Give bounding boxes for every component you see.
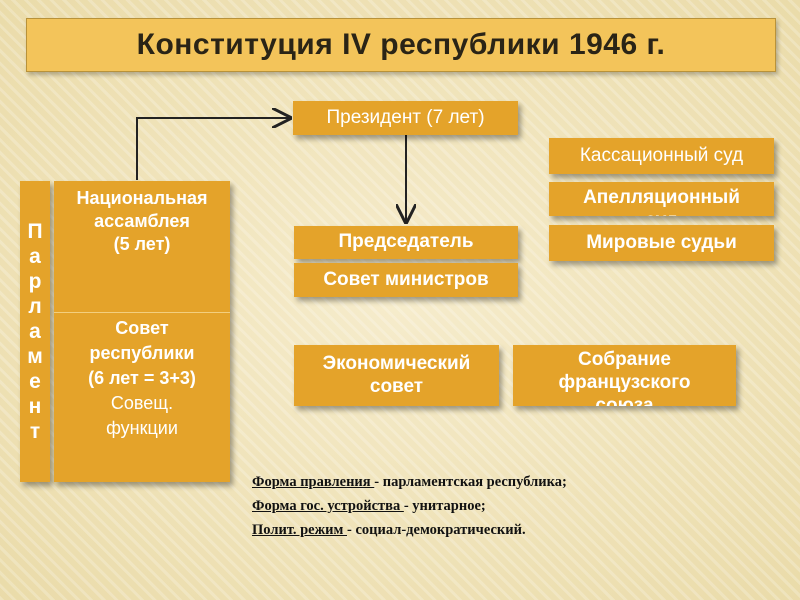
notes-block: Форма правления - парламентская республи… [252,470,772,542]
arrow-parliament-to-president [136,118,290,180]
council-republic-line: функции [106,418,178,438]
note-term: Форма гос. устройства [252,498,404,514]
parliament-letter: м [27,345,43,368]
note-text: - унитарное; [403,498,486,514]
parliament-letter: а [29,245,41,268]
council-republic-line: республики [89,343,195,363]
parliament-chambers: Национальная ассамблея (5 лет) Совет рес… [54,181,230,482]
economic-council-box: Экономический совет [294,345,499,406]
chamber-divider [54,312,230,313]
parliament-letter: е [29,370,41,393]
note-text: - социал-демократический. [346,522,526,538]
french-union-assembly-box: Собрание французского союза [513,345,736,406]
cassation-court-box: Кассационный суд [549,138,774,174]
council-of-republic: Совет республики (6 лет = 3+3) Совещ. фу… [54,316,230,482]
french-union-line: Собрание [578,349,671,370]
parliament-letter: р [28,270,42,293]
appeal-court-label: Апелляционный суд [583,187,740,216]
chairman-box: Председатель [294,226,518,259]
parliament-column: П а р л а м е н т [20,181,50,482]
note-text: - парламентская республика; [374,474,567,490]
french-union-line: союза [595,394,654,406]
note-term: Полит. режим [252,522,347,538]
note-line: Форма гос. устройства - унитарное; [252,494,772,518]
note-line: Полит. режим - социал-демократический. [252,518,772,542]
chairman-label: Председатель [338,231,474,253]
magistrates-label: Мировые судьи [586,231,737,253]
president-label: Президент (7 лет) [326,106,485,128]
magistrates-box: Мировые судьи [549,225,774,261]
council-of-ministers-box: Совет министров [294,263,518,297]
president-box: Президент (7 лет) [293,101,518,135]
page-title: Конституция IV республики 1946 г. [136,28,666,61]
parliament-letter: н [28,395,42,418]
council-of-ministers-label: Совет министров [323,268,489,290]
title-bar: Конституция IV республики 1946 г. [26,18,776,72]
parliament-letter: П [27,220,43,243]
national-assembly-line: (5 лет) [113,234,171,254]
council-republic-line: (6 лет = 3+3) [88,368,196,388]
national-assembly-line: Национальная [76,188,208,208]
council-republic-line: Совещ. [110,393,174,413]
economic-council-line: совет [369,375,424,397]
note-term: Форма правления [252,474,375,490]
french-union-line: французского [558,371,691,393]
economic-council-line: Экономический [322,352,471,374]
parliament-letter: л [28,295,42,318]
parliament-letter: а [29,320,41,343]
note-line: Форма правления - парламентская республи… [252,470,772,494]
national-assembly: Национальная ассамблея (5 лет) [54,181,230,311]
cassation-court-label: Кассационный суд [579,144,744,166]
national-assembly-line: ассамблея [94,211,190,231]
council-republic-line: Совет [115,318,169,338]
appeal-court-box: Апелляционный суд [549,182,774,216]
parliament-letter: т [29,420,41,443]
